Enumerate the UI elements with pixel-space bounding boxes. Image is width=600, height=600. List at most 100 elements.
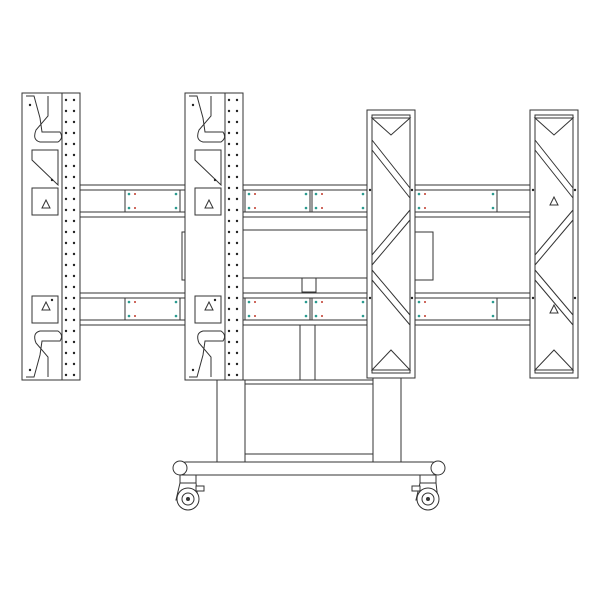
bolt bbox=[227, 153, 231, 157]
bolt bbox=[573, 296, 577, 300]
bolt bbox=[235, 318, 239, 322]
bolt bbox=[227, 208, 231, 212]
bolt bbox=[28, 103, 32, 107]
bolt bbox=[368, 296, 372, 300]
bolt bbox=[247, 300, 251, 304]
bolt bbox=[50, 298, 54, 302]
bolt bbox=[235, 219, 239, 223]
bolt bbox=[227, 120, 231, 124]
bolt bbox=[227, 285, 231, 289]
bolt bbox=[227, 142, 231, 146]
bolt bbox=[254, 315, 256, 317]
stand-lower-crossbar bbox=[244, 453, 374, 463]
bolt bbox=[235, 296, 239, 300]
lattice-brace bbox=[371, 269, 411, 326]
casters bbox=[175, 474, 440, 511]
bolt bbox=[424, 193, 426, 195]
bolt bbox=[72, 263, 76, 267]
bolt bbox=[321, 193, 323, 195]
bolt bbox=[235, 373, 239, 377]
bolt bbox=[227, 164, 231, 168]
upright-inner bbox=[534, 114, 574, 374]
bolt bbox=[424, 301, 426, 303]
stand-post-right bbox=[372, 369, 402, 466]
bolt bbox=[64, 362, 68, 366]
hook-cutout bbox=[26, 330, 63, 378]
caster-mount bbox=[179, 474, 197, 484]
bolt bbox=[227, 263, 231, 267]
uprights bbox=[21, 92, 579, 381]
bolt bbox=[127, 314, 131, 318]
bolt bbox=[235, 142, 239, 146]
bolt bbox=[235, 208, 239, 212]
bolt bbox=[227, 274, 231, 278]
caster-axle bbox=[426, 497, 430, 501]
bolt bbox=[72, 197, 76, 201]
triangle-mark-icon bbox=[549, 195, 559, 206]
bolt bbox=[64, 109, 68, 113]
bolt bbox=[127, 192, 131, 196]
window-cutout bbox=[194, 149, 222, 187]
upright-frame bbox=[529, 109, 579, 379]
bolt bbox=[417, 314, 421, 318]
bolt bbox=[235, 263, 239, 267]
bolt bbox=[64, 230, 68, 234]
bolt bbox=[254, 193, 256, 195]
bolt bbox=[191, 103, 195, 107]
bolt bbox=[314, 192, 318, 196]
bolt bbox=[235, 153, 239, 157]
triangle-mark-icon bbox=[549, 303, 559, 314]
bolt bbox=[72, 230, 76, 234]
bolt bbox=[491, 192, 495, 196]
bolt bbox=[361, 300, 365, 304]
bolt bbox=[174, 206, 178, 210]
rail-plate bbox=[311, 189, 368, 213]
bolt bbox=[191, 368, 195, 372]
window-cutout bbox=[31, 149, 59, 187]
rail-plate bbox=[244, 189, 311, 213]
bolt bbox=[491, 300, 495, 304]
bolt bbox=[64, 274, 68, 278]
bolt bbox=[134, 207, 136, 209]
bolt bbox=[227, 307, 231, 311]
lattice-brace bbox=[370, 117, 412, 136]
bolt bbox=[64, 153, 68, 157]
caster-brake bbox=[411, 485, 421, 492]
bolt bbox=[235, 340, 239, 344]
bolt bbox=[64, 197, 68, 201]
bolt bbox=[72, 318, 76, 322]
triangle-mark-icon bbox=[41, 300, 51, 311]
window-cutout bbox=[31, 187, 59, 216]
window-cutout bbox=[194, 295, 222, 324]
bolt bbox=[72, 175, 76, 179]
bolt bbox=[227, 241, 231, 245]
bolt bbox=[64, 329, 68, 333]
bolt bbox=[247, 314, 251, 318]
bolt bbox=[72, 373, 76, 377]
bolt bbox=[72, 109, 76, 113]
stand-post-left bbox=[216, 369, 246, 466]
bolt bbox=[424, 315, 426, 317]
bolt bbox=[235, 241, 239, 245]
bolt bbox=[235, 274, 239, 278]
bolt bbox=[64, 208, 68, 212]
bolt bbox=[235, 307, 239, 311]
bolt bbox=[64, 351, 68, 355]
center-bracket bbox=[301, 277, 317, 293]
caster-brake bbox=[195, 485, 205, 492]
bolt bbox=[321, 301, 323, 303]
bolt bbox=[72, 186, 76, 190]
bolt bbox=[491, 206, 495, 210]
bolt bbox=[64, 131, 68, 135]
bolt bbox=[235, 120, 239, 124]
bolt bbox=[72, 252, 76, 256]
bolt bbox=[235, 362, 239, 366]
bolt bbox=[72, 307, 76, 311]
lattice-brace bbox=[534, 139, 574, 199]
bolt bbox=[72, 208, 76, 212]
bolt bbox=[235, 351, 239, 355]
bolt bbox=[227, 98, 231, 102]
upright-spine bbox=[61, 92, 81, 381]
bolt bbox=[361, 192, 365, 196]
bolt bbox=[321, 315, 323, 317]
